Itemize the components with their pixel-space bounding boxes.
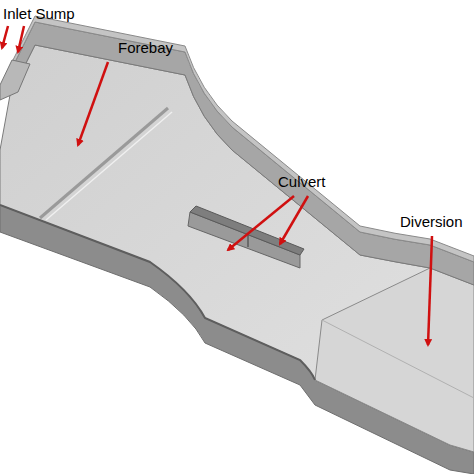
part-label: Culvert bbox=[278, 174, 326, 191]
culvert-divider bbox=[247, 234, 249, 247]
leader-arrow bbox=[18, 26, 24, 52]
part-label: Forebay bbox=[118, 40, 173, 57]
forebay-groove bbox=[40, 108, 168, 218]
leader-arrow bbox=[428, 236, 432, 345]
front-wall bbox=[0, 205, 315, 380]
wall-top bbox=[10, 16, 474, 262]
leader-arrow bbox=[78, 62, 108, 145]
part-label: Inlet Sump bbox=[3, 6, 75, 23]
forebay-groove-edge bbox=[46, 112, 172, 220]
diversion-block bbox=[315, 268, 474, 452]
back-wall bbox=[10, 22, 474, 285]
leader-arrow bbox=[2, 26, 8, 48]
leader-arrow bbox=[280, 196, 308, 244]
inlet-sump bbox=[0, 60, 30, 100]
leader-arrow bbox=[228, 196, 294, 250]
part-label: Diversion bbox=[400, 214, 463, 231]
diversion-edge bbox=[322, 320, 474, 398]
